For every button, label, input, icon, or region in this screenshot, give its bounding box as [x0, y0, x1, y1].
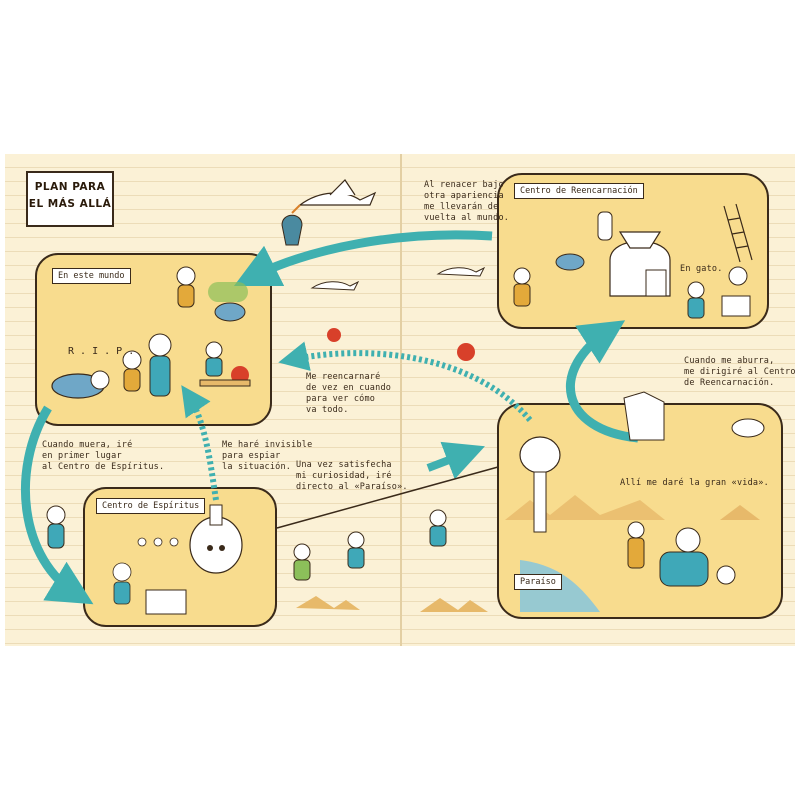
arrow-reincarnate	[278, 341, 533, 422]
note-cat: En gato.	[680, 264, 723, 274]
arrow-invisible	[181, 385, 219, 501]
people-group	[122, 266, 223, 397]
arrow-to-spirits	[21, 405, 94, 605]
title-line-1: PLAN PARA	[34, 181, 106, 193]
label-spirits: Centro de Espíritus	[96, 498, 206, 514]
stork-small-icon	[310, 280, 360, 291]
note-life: Allí me daré la gran «vida».	[620, 478, 769, 488]
title-line-2: EL MÁS ALLÁ	[28, 198, 112, 210]
label-paradise: Paraíso	[514, 574, 562, 590]
arrow-to-reincarnation	[566, 320, 639, 443]
ufo-icon	[731, 418, 765, 438]
label-reincarnation: Centro de Reencarnación	[514, 183, 644, 199]
label-world: En este mundo	[52, 268, 131, 284]
arrow-to-paradise	[426, 441, 485, 480]
stork-icon	[291, 179, 377, 214]
tower-paradise	[519, 436, 561, 533]
ladder	[723, 203, 753, 263]
baby-bundle-icon	[281, 214, 303, 246]
cat-icon	[208, 282, 248, 322]
walker-figure	[46, 505, 66, 549]
sunbather-icon	[627, 521, 736, 587]
page-title: PLAN PARA EL MÁS ALLÁ	[26, 171, 114, 227]
spirit-tower-icon	[189, 504, 243, 574]
cable-riders	[293, 509, 447, 581]
tombstone-figure	[51, 370, 110, 399]
arrow-reborn	[233, 230, 493, 287]
apple-icon	[457, 343, 475, 361]
camel-icon	[623, 391, 665, 441]
desk	[145, 589, 187, 615]
reincarnation-staff	[513, 266, 751, 319]
apple-icon	[327, 328, 341, 342]
rip-text: R . I . P .	[68, 346, 135, 357]
cat-icon	[555, 253, 585, 271]
stork-small-2-icon	[436, 266, 486, 277]
spirits-queue	[112, 537, 179, 605]
rebirth-machine-icon	[597, 211, 671, 297]
